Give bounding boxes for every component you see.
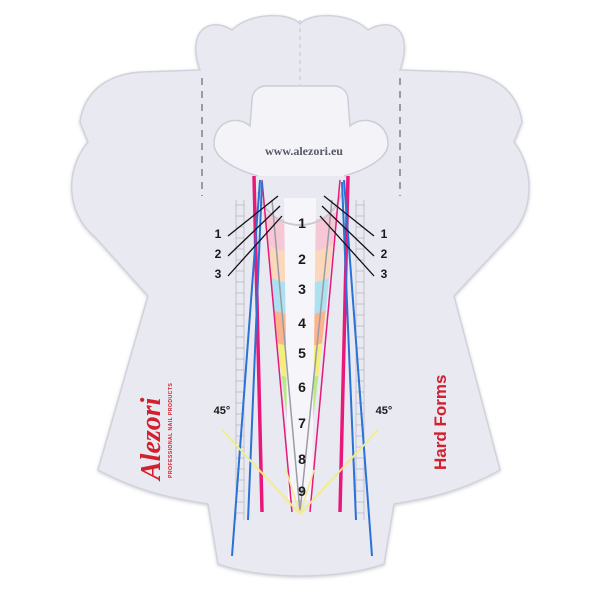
left-marker-2: 2 bbox=[215, 247, 222, 261]
yellow-fan-3 bbox=[285, 469, 301, 515]
blue-guide-left-1 bbox=[231, 179, 261, 557]
right-marker-1: 1 bbox=[381, 227, 388, 241]
scale-number-8: 8 bbox=[298, 451, 306, 467]
guide-grid bbox=[235, 200, 365, 520]
right-marker-2: 2 bbox=[381, 247, 388, 261]
scale-number-5: 5 bbox=[298, 345, 306, 361]
yellow-fan-2 bbox=[299, 459, 351, 515]
pink-guide-right bbox=[338, 175, 350, 513]
alezori-logo: Alezori PROFESSIONAL NAIL PRODUCTS bbox=[136, 383, 174, 482]
left-marker-lines bbox=[227, 195, 283, 277]
grey-diag-left bbox=[271, 199, 301, 513]
angle-label-right: 45° bbox=[376, 405, 393, 417]
pink-inner-right bbox=[309, 179, 341, 513]
grey-diag-right bbox=[299, 199, 333, 513]
blue-guide-left-2 bbox=[247, 181, 263, 521]
left-marker-3: 3 bbox=[215, 267, 222, 281]
left-marker-1: 1 bbox=[215, 227, 222, 241]
scale-number-3: 3 bbox=[298, 281, 306, 297]
scale-number-9: 9 bbox=[298, 483, 306, 499]
svg-text:PROFESSIONAL NAIL PRODUCTS: PROFESSIONAL NAIL PRODUCTS bbox=[168, 383, 174, 478]
yellow-fan-4 bbox=[299, 469, 315, 515]
product-label: Hard Forms bbox=[431, 375, 450, 470]
scale-number-4: 4 bbox=[298, 315, 306, 331]
right-marker-lines bbox=[319, 195, 375, 277]
blue-guide-right-2 bbox=[341, 181, 357, 521]
right-marker-3: 3 bbox=[381, 267, 388, 281]
blue-guide-right-1 bbox=[343, 179, 373, 557]
scale-number-7: 7 bbox=[298, 415, 306, 431]
pink-inner-left bbox=[261, 179, 293, 513]
scale-number-2: 2 bbox=[298, 251, 306, 267]
website-url: www.alezori.eu bbox=[265, 144, 343, 158]
angle-label-left: 45° bbox=[214, 405, 231, 417]
scale-number-1: 1 bbox=[298, 215, 306, 231]
scale-number-6: 6 bbox=[298, 379, 306, 395]
inner-cutout bbox=[213, 85, 389, 177]
svg-text:Alezori: Alezori bbox=[136, 397, 167, 482]
yellow-fan-1 bbox=[249, 459, 301, 515]
